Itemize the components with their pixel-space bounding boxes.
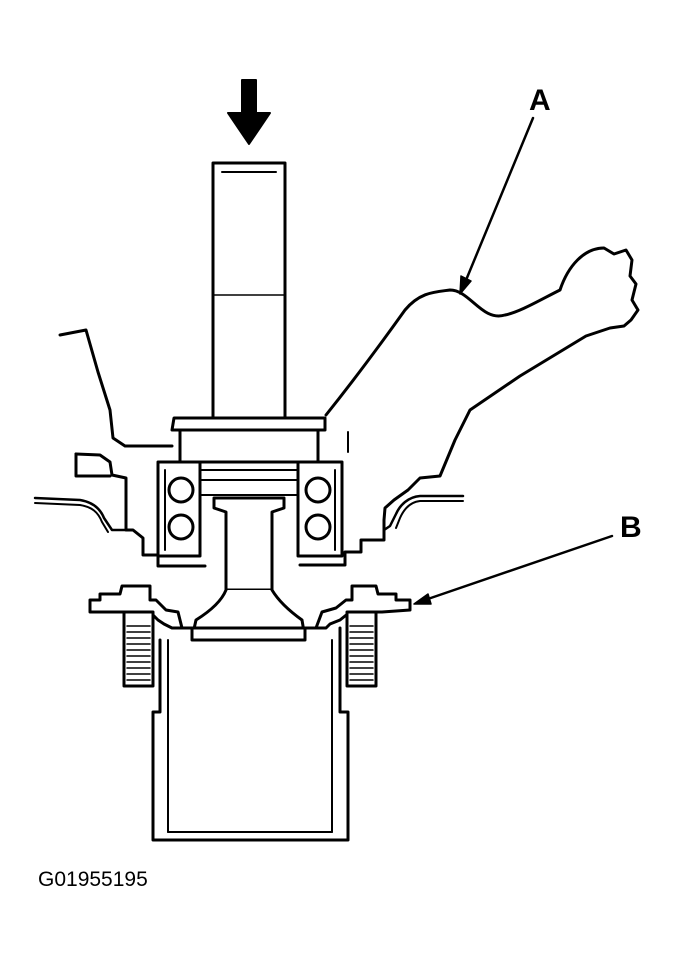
hub-flange bbox=[88, 584, 412, 642]
figure-code: G01955195 bbox=[38, 868, 148, 891]
wheel-stud-right bbox=[345, 610, 378, 688]
bearing-ball bbox=[304, 513, 332, 541]
leader-line-b bbox=[420, 534, 614, 603]
wheel-stud-left bbox=[122, 610, 155, 688]
bearing-ball bbox=[167, 513, 195, 541]
driver-cap bbox=[170, 416, 327, 464]
steering-knuckle bbox=[33, 246, 640, 568]
bearing-ball bbox=[167, 476, 195, 504]
leader-line-a bbox=[462, 116, 535, 287]
callout-label-b: B bbox=[620, 511, 642, 544]
bearing-ball bbox=[304, 476, 332, 504]
support-tube bbox=[151, 626, 350, 842]
down-arrow-icon bbox=[227, 79, 271, 145]
callout-label-a: A bbox=[529, 84, 551, 117]
wheel-bearing bbox=[156, 460, 344, 558]
leader-arrowhead-b bbox=[413, 593, 432, 605]
hub-spindle bbox=[190, 496, 307, 640]
press-shaft bbox=[211, 161, 287, 420]
leader-arrowhead-a bbox=[459, 275, 472, 295]
